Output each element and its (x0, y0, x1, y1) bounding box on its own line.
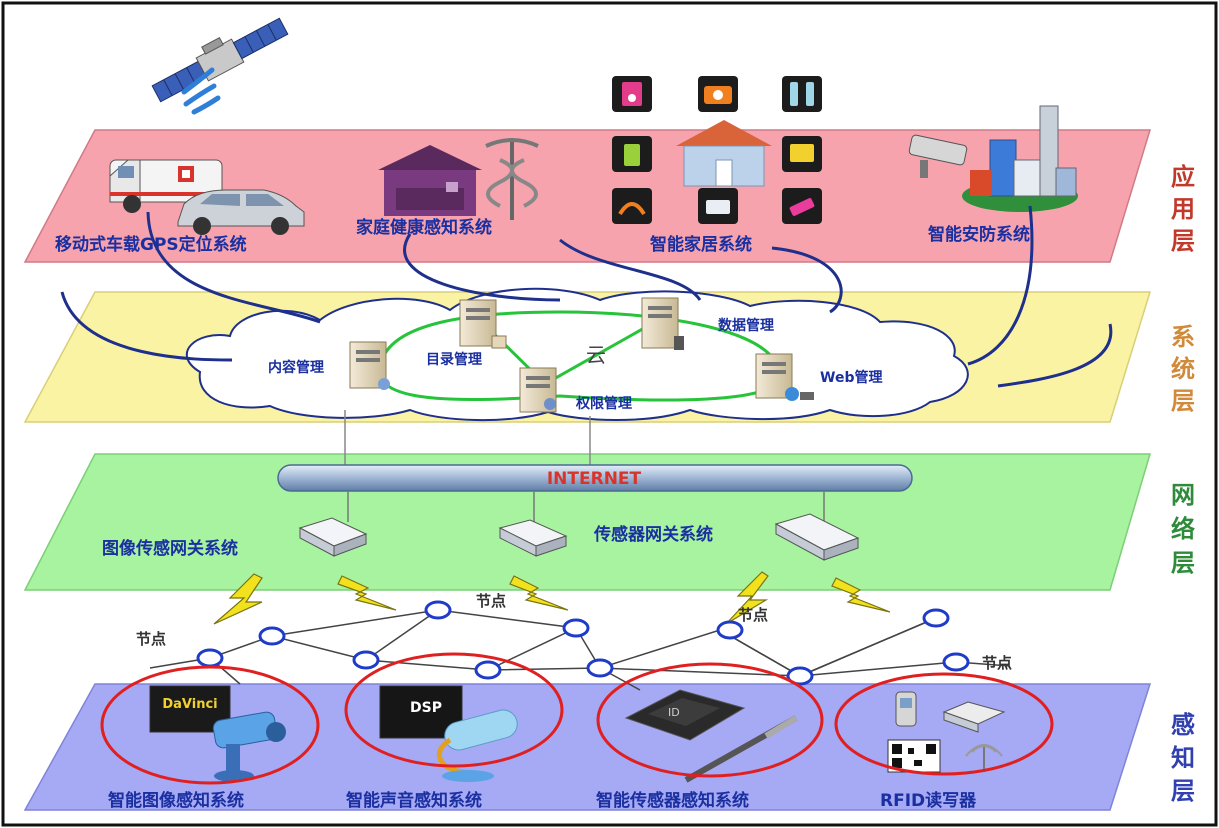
image-gateway-label: 图像传感网关系统 (102, 538, 238, 559)
svg-text:DaVinci: DaVinci (162, 697, 217, 712)
sensor-node (474, 660, 502, 680)
data-server-icon (641, 297, 684, 350)
svg-text:感: 感 (1171, 711, 1195, 739)
music-player-icon (612, 76, 652, 112)
permission-server-icon (519, 367, 557, 413)
catalog-management-label: 目录管理 (426, 351, 482, 368)
sensor-probe-icon (684, 715, 798, 783)
sensor-node (942, 652, 970, 672)
svg-text:层: 层 (1171, 549, 1195, 577)
sensor-chip-icon: ID (624, 689, 746, 741)
sensor-node (786, 666, 814, 686)
svg-text:系: 系 (1171, 323, 1195, 351)
printer-icon (698, 188, 738, 224)
permission-management-label: 权限管理 (575, 395, 632, 412)
perception-layer-label: 感 知 层 (1171, 711, 1195, 805)
rfid-label: RFID读写器 (880, 790, 977, 811)
rfid-handheld-reader-icon (895, 691, 917, 727)
svg-text:ID: ID (668, 706, 680, 719)
switch-device-icon (774, 513, 860, 561)
internet-backbone-pipe (277, 464, 913, 492)
node-label-3: 节点 (738, 606, 768, 624)
rfid-reader-box-icon (942, 701, 1006, 733)
sensor-gateway-device-icon (498, 519, 568, 557)
tv-icon (782, 136, 822, 172)
camera-icon (698, 76, 738, 112)
microphone-icon (436, 709, 518, 782)
image-gateway-device-icon (298, 517, 368, 557)
caduceus-icon (485, 138, 539, 220)
web-management-label: Web管理 (820, 369, 882, 386)
svg-text:层: 层 (1171, 777, 1195, 805)
svg-text:DSP: DSP (410, 700, 442, 716)
svg-text:网: 网 (1171, 481, 1195, 509)
sensor-node (424, 600, 452, 620)
cloud-label: 云 (586, 343, 606, 367)
network-layer-label: 网 络 层 (1171, 481, 1195, 577)
cctv-camera-icon (908, 134, 968, 178)
sensor-node (258, 626, 286, 646)
app-system-links (60, 205, 1113, 388)
car-icon (177, 189, 305, 235)
sensor-node (562, 618, 590, 638)
svg-text:用: 用 (1171, 195, 1195, 223)
trash-bin-icon (612, 136, 652, 172)
application-layer-label: 应 用 层 (1171, 163, 1195, 255)
svg-text:络: 络 (1171, 515, 1195, 543)
catalog-server-icon (459, 299, 507, 349)
smart-home-system-label: 智能家居系统 (650, 234, 752, 255)
health-system-label: 家庭健康感知系统 (356, 217, 492, 238)
wireless-lightning-icons (213, 571, 891, 625)
web-server-icon (755, 353, 814, 401)
sensor-gateway-label: 传感器网关系统 (593, 524, 713, 545)
rfid-highlight-ring (834, 672, 1054, 776)
internet-label: INTERNET (547, 469, 642, 489)
svg-text:层: 层 (1171, 387, 1195, 415)
image-sensing-label: 智能图像感知系统 (108, 790, 244, 811)
dsp-chip-icon: DSP (379, 685, 463, 739)
sensor-highlight-ring (596, 662, 824, 778)
security-system-label: 智能安防系统 (928, 224, 1030, 245)
svg-text:知: 知 (1171, 744, 1195, 772)
sensor-node (586, 658, 614, 678)
data-management-label: 数据管理 (718, 317, 774, 334)
sensor-sensing-label: 智能传感器感知系统 (596, 790, 749, 811)
node-label-4: 节点 (982, 654, 1012, 672)
svg-text:应: 应 (1171, 163, 1195, 191)
house-icon (378, 145, 482, 216)
usb-drive-icon (782, 188, 822, 224)
sensor-nodes (196, 600, 970, 686)
image-sensing-highlight-ring (100, 665, 320, 785)
content-management-label: 内容管理 (268, 359, 324, 376)
surveillance-camera-icon (212, 711, 286, 782)
sensor-node (716, 620, 744, 640)
sensor-node (922, 608, 950, 628)
sound-sensing-highlight-ring (344, 652, 564, 768)
sound-sensing-label: 智能声音感知系统 (346, 790, 482, 811)
sensor-node (196, 648, 224, 668)
application-layer-plane (23, 129, 1152, 263)
headphones-icon (612, 188, 652, 224)
gps-system-label: 移动式车载GPS定位系统 (55, 234, 247, 255)
city-buildings-icon (962, 105, 1078, 212)
node-label-2: 节点 (476, 592, 506, 610)
system-layer-label: 系 统 层 (1171, 323, 1195, 415)
svg-text:层: 层 (1171, 227, 1195, 255)
qr-code-icon (887, 739, 941, 773)
smart-home-house-icon (676, 120, 772, 187)
wireless-signal-icon (181, 67, 221, 115)
rfid-antenna-icon (965, 744, 1003, 772)
node-label-1: 节点 (136, 630, 166, 648)
content-server-icon (349, 341, 390, 390)
speaker-icon (782, 76, 822, 112)
svg-text:统: 统 (1171, 355, 1195, 383)
sensor-node (352, 650, 380, 670)
